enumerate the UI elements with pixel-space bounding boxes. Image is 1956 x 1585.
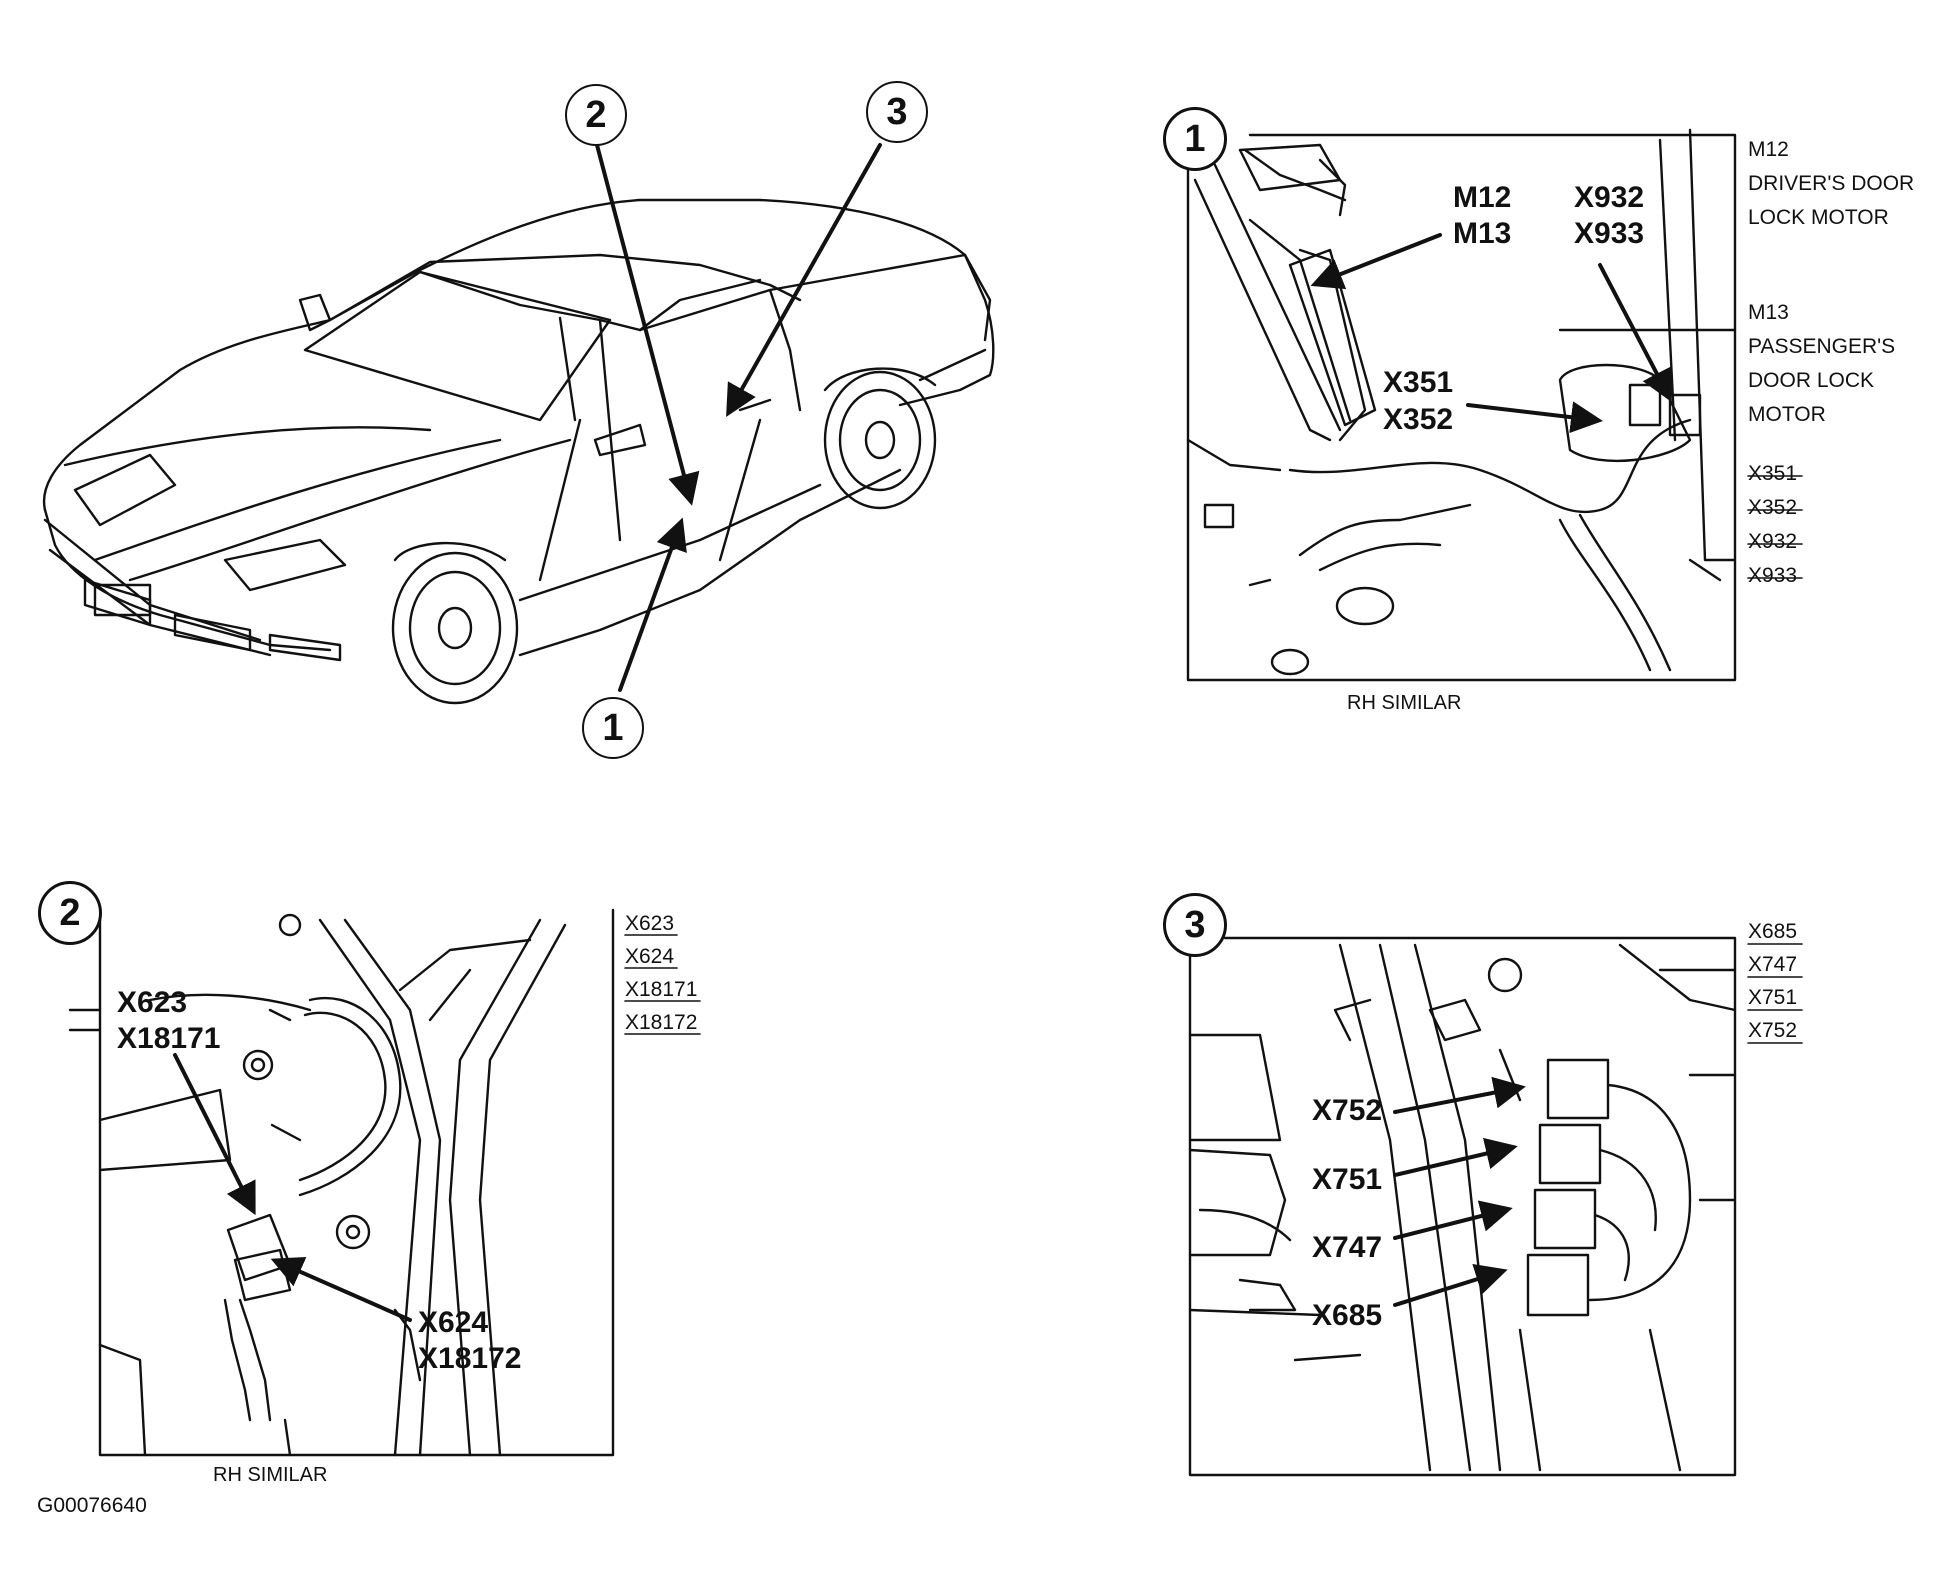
panel-1-caption: RH SIMILAR — [1347, 692, 1462, 714]
legend-connector-x351: X351 — [1748, 462, 1798, 485]
label-x18171: X18171 — [117, 1022, 221, 1055]
panel-3-detail — [1188, 936, 1737, 1477]
leader-arrow-x932 — [1598, 263, 1672, 403]
label-x932: X932 — [1574, 181, 1645, 214]
legend-x623: X623 — [625, 912, 675, 935]
legend-x752: X752 — [1748, 1019, 1798, 1042]
leader-arrow-x747 — [1393, 1200, 1513, 1240]
leader-arrow-1 — [618, 517, 687, 692]
legend-connector-x932: X932 — [1748, 530, 1798, 553]
legend-m12-desc-2: LOCK MOTOR — [1748, 206, 1889, 229]
callout-badge-2: 2 — [565, 84, 627, 146]
label-x751: X751 — [1312, 1163, 1383, 1196]
panel-3-badge: 3 — [1163, 893, 1227, 957]
label-x752: X752 — [1312, 1094, 1383, 1127]
legend-connector-x933: X933 — [1748, 564, 1798, 587]
legend-x685: X685 — [1748, 920, 1798, 943]
label-m13: M13 — [1453, 217, 1512, 250]
panel-1-legend-underlines — [1747, 475, 1803, 579]
panel-2-legend-underlines — [624, 934, 701, 1035]
label-x623: X623 — [117, 986, 188, 1019]
legend-x18172: X18172 — [625, 1011, 698, 1034]
panel-1-badge: 1 — [1163, 107, 1227, 171]
legend-x747: X747 — [1748, 953, 1798, 976]
legend-x751: X751 — [1748, 986, 1798, 1009]
label-x352: X352 — [1383, 403, 1454, 436]
panel-1-detail — [1186, 128, 1737, 682]
figure-id: G00076640 — [37, 1494, 147, 1517]
panel-2-badge: 2 — [38, 881, 102, 945]
leader-arrow-3 — [726, 143, 882, 417]
callout-badge-3: 3 — [866, 81, 928, 143]
leader-arrow-m12 — [1310, 233, 1442, 290]
legend-m13-desc-2: DOOR LOCK — [1748, 369, 1875, 392]
label-x351: X351 — [1383, 366, 1454, 399]
legend-m13-code: M13 — [1748, 301, 1789, 324]
panel-2-caption: RH SIMILAR — [213, 1464, 328, 1486]
panel-2-detail — [58, 908, 615, 1457]
leader-arrow-x624 — [270, 1257, 412, 1322]
leader-arrow-x623 — [173, 1053, 256, 1216]
callout-badge-1: 1 — [582, 697, 644, 759]
label-m12: M12 — [1453, 181, 1512, 214]
leader-arrow-x752 — [1393, 1076, 1526, 1114]
legend-m13-desc-3: MOTOR — [1748, 403, 1826, 426]
leader-arrow-x685 — [1393, 1263, 1508, 1307]
legend-connector-x352: X352 — [1748, 496, 1798, 519]
legend-x18171: X18171 — [625, 978, 698, 1001]
leader-arrow-x351 — [1466, 401, 1603, 434]
label-x18172: X18172 — [418, 1342, 522, 1375]
car-illustration — [42, 198, 995, 705]
label-x747: X747 — [1312, 1231, 1383, 1264]
legend-x624: X624 — [625, 945, 675, 968]
leader-arrow-x751 — [1393, 1137, 1518, 1177]
legend-m12-desc-1: DRIVER'S DOOR — [1748, 172, 1915, 195]
legend-m12-code: M12 — [1748, 138, 1789, 161]
legend-m13-desc-1: PASSENGER'S — [1748, 335, 1896, 358]
panel-3-legend-underlines — [1747, 943, 1803, 1044]
leader-arrow-2 — [595, 143, 700, 506]
label-x933: X933 — [1574, 217, 1645, 250]
label-x624: X624 — [418, 1306, 489, 1339]
label-x685: X685 — [1312, 1299, 1383, 1332]
